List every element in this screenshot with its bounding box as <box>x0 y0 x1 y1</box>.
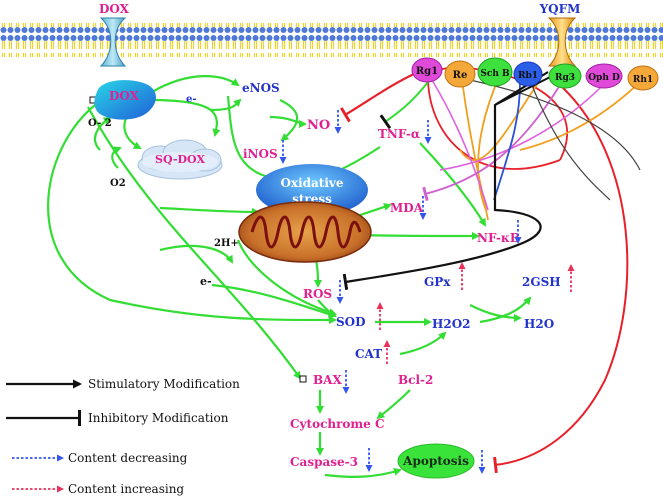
rg3-node: Rg3 <box>548 63 582 89</box>
e-minus-left-label: e- <box>200 275 212 288</box>
content-indicators <box>279 110 575 474</box>
rb1-node: Rb1 <box>513 61 543 87</box>
gpx-label: GPx <box>424 275 451 289</box>
dox-molecule-node: DOX <box>94 80 156 120</box>
o2-label: O2 <box>110 178 126 189</box>
cytochrome-c-label: Cytochrome C <box>290 417 385 431</box>
dox-channel-label: DOX <box>99 2 130 16</box>
oph-d-node: Oph D <box>585 63 623 89</box>
rg1-node: Rg1 <box>411 57 443 83</box>
oph-d-label: Oph D <box>588 73 620 83</box>
legend-decreasing-label: Content decreasing <box>68 451 188 465</box>
re-label: Re <box>453 70 468 81</box>
o2-minus-label: O- 2 <box>88 118 112 129</box>
oxidative-stress-label-line1: Oxidative <box>280 176 343 190</box>
rg1-label: Rg1 <box>416 66 438 77</box>
legend-increasing-label: Content increasing <box>68 482 184 496</box>
caspase-3-label: Caspase-3 <box>290 455 358 469</box>
inos-label: iNOS <box>243 147 278 161</box>
sch-b-label: Sch B <box>480 69 510 79</box>
dox-label: DOX <box>109 89 140 103</box>
legend-stimulatory-label: Stimulatory Modification <box>88 377 240 391</box>
rh1-label: Rh1 <box>633 75 653 85</box>
rb1-label: Rb1 <box>518 71 538 81</box>
mda-label: MDA <box>390 201 424 215</box>
apoptosis-node: Apoptosis <box>397 443 475 479</box>
no-label: NO <box>307 118 330 133</box>
sod-label: SOD <box>336 315 366 329</box>
re-node: Re <box>444 60 476 88</box>
apoptosis-label: Apoptosis <box>402 454 469 468</box>
2h-plus-label: 2H+ <box>214 238 239 249</box>
sq-dox-cloud-node: SQ-DOX <box>137 139 223 180</box>
sch-b-node: Sch B <box>477 57 513 87</box>
enos-label: eNOS <box>242 81 280 95</box>
h2o-label: H2O <box>524 317 554 331</box>
rg3-label: Rg3 <box>555 73 575 83</box>
rh1-node: Rh1 <box>627 65 659 91</box>
bax-label: BAX <box>313 373 342 387</box>
tnf-alpha-label: TNF-α <box>378 127 420 141</box>
2gsh-label: 2GSH <box>522 275 561 289</box>
cat-label: CAT <box>355 347 382 361</box>
yqfm-channel-label: YQFM <box>539 2 581 16</box>
sq-dox-label: SQ-DOX <box>155 153 205 166</box>
yqfm-channel-icon: YQFM <box>539 2 581 67</box>
ros-label: ROS <box>303 287 332 301</box>
ginsenoside-group: Rg1 Re Sch B Rb1 Rg3 Oph D Rh1 <box>411 57 659 91</box>
legend-inhibitory-label: Inhibitory Modification <box>88 411 229 425</box>
e-minus-top-label: e- <box>186 94 197 105</box>
mitochondrion-icon <box>238 201 372 263</box>
pathway-edges <box>47 66 641 478</box>
nfkb-label: NF-κB <box>477 231 520 245</box>
legend: Stimulatory Modification Inhibitory Modi… <box>6 377 240 496</box>
bcl2-label: Bcl-2 <box>398 373 433 387</box>
h2o2-label: H2O2 <box>432 317 471 331</box>
dox-channel-icon: DOX <box>99 2 130 67</box>
